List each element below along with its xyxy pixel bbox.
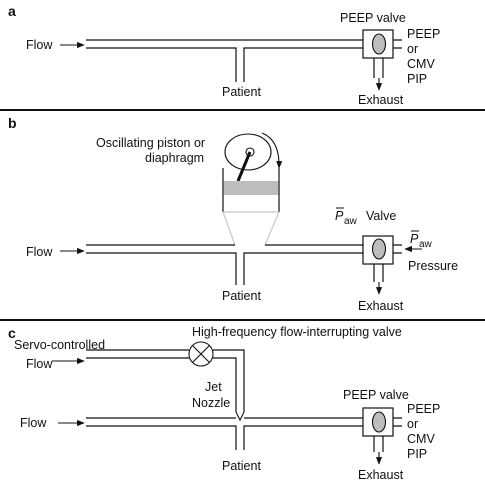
panel-b-letter: b [8, 115, 17, 131]
panel-b-valve-symbol: P [335, 209, 344, 223]
panel-b-side-symbol: P [410, 232, 419, 246]
panel-c-side-line-1: PEEP [407, 402, 440, 416]
panel-c-side-line-4: PIP [407, 447, 427, 461]
panel-b-cone [222, 211, 280, 246]
panel-c-servo-tube-inner [86, 357, 237, 412]
panel-b-valve-disc [371, 238, 387, 260]
panel-c-flow-label: Flow [20, 416, 47, 430]
panel-c-jet-line-1: Jet [205, 380, 222, 394]
panel-b-piston [223, 181, 279, 195]
panel-b-valve-outlet [393, 244, 402, 254]
panel-a-side-line-4: PIP [407, 72, 427, 86]
panel-b-valve-label: P aw Valve [335, 207, 396, 227]
panel-c-exhaust-tube [373, 436, 384, 452]
panel-a-letter: a [8, 3, 16, 19]
panel-b: b Oscillating piston or diaphragm Flow P… [8, 115, 458, 313]
panel-b-side-subscript: aw [419, 239, 433, 250]
panel-c-valve-outlet [393, 417, 402, 427]
panel-c-side-line-2: or [407, 417, 418, 431]
panel-c-patient-label: Patient [222, 459, 261, 473]
panel-a-side-line-2: or [407, 42, 418, 56]
panel-c-jet-line-2: Nozzle [192, 396, 230, 410]
panel-c-interrupting-valve [188, 341, 214, 367]
panel-b-rotation-arrow [261, 132, 283, 169]
panel-c-valve-disc [371, 411, 387, 433]
panel-c-servo-flow-label: Flow [26, 357, 53, 371]
panel-b-side-word: Pressure [408, 259, 458, 273]
panel-b-wheel [224, 133, 272, 171]
panel-c-side-line-3: CMV [407, 432, 435, 446]
panel-c-valve-housing [362, 407, 394, 437]
panel-b-exhaust-label: Exhaust [358, 299, 404, 313]
panel-a-patient-label: Patient [222, 85, 261, 99]
panel-a-tube-bottom [86, 47, 363, 82]
panel-c-valve-label: PEEP valve [343, 388, 409, 402]
panel-a-side-line-1: PEEP [407, 27, 440, 41]
panel-a-valve-outlet [393, 39, 402, 49]
panel-b-exhaust-tube [373, 264, 384, 282]
panel-c-tube-bottom [86, 425, 363, 450]
panel-c: c Servo-controlled Flow High-frequency f… [8, 325, 440, 482]
panel-a-exhaust-tube [373, 58, 384, 78]
panel-a: a Flow PEEP valve PEEP or CMV PIP Patien… [8, 3, 440, 107]
panel-a-side-line-3: CMV [407, 57, 435, 71]
panel-a-flow-label: Flow [26, 38, 53, 52]
panel-b-oscillator-line-2: diaphragm [145, 151, 204, 165]
panel-c-servo-label: Servo-controlled [14, 338, 105, 352]
panel-b-patient-label: Patient [222, 289, 261, 303]
panel-b-cylinder-walls [222, 168, 280, 212]
panel-c-letter: c [8, 325, 16, 341]
panel-a-exhaust-label: Exhaust [358, 93, 404, 107]
panel-b-flow-label: Flow [26, 245, 53, 259]
panel-c-exhaust-label: Exhaust [358, 468, 404, 482]
panel-c-jet-nozzle-tip [235, 411, 245, 422]
panel-c-valve-cross-icon [192, 345, 210, 363]
panel-b-oscillator-line-1: Oscillating piston or [96, 136, 205, 150]
panel-b-valve-housing [362, 235, 394, 265]
panel-a-valve-housing [362, 29, 394, 59]
panel-b-valve-word: Valve [366, 209, 396, 223]
panel-b-pressure-label: P aw Pressure [404, 230, 458, 273]
panel-b-tube-bottom [86, 252, 363, 285]
panel-c-servo-tube-outer [86, 349, 245, 412]
panel-b-wheel-pivot [245, 147, 255, 157]
panel-a-valve-disc [371, 33, 387, 55]
panel-c-hfv-label: High-frequency flow-interrupting valve [192, 325, 402, 339]
panel-a-valve-label: PEEP valve [340, 11, 406, 25]
panel-b-connecting-rod [236, 151, 252, 182]
panel-b-valve-subscript: aw [344, 216, 358, 227]
